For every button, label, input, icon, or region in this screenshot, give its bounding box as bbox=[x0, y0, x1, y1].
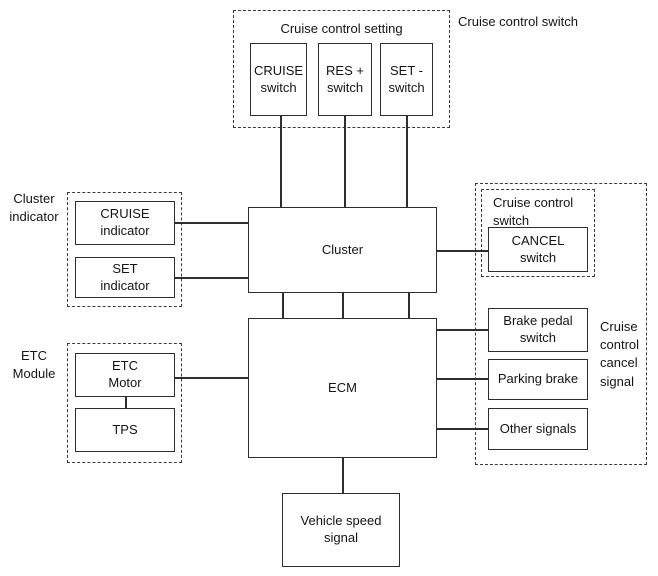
etc-module-caption: ETC Module bbox=[12, 348, 56, 382]
connector-etc-motor-to-tps bbox=[125, 397, 127, 408]
brake-pedal-switch-box: Brake pedal switch bbox=[488, 308, 588, 352]
set-indicator-box: SET indicator bbox=[75, 257, 175, 298]
cluster-box: Cluster bbox=[248, 207, 437, 293]
cancel-switch-box: CANCEL switch bbox=[488, 227, 588, 272]
connector-cruise-switch-to-cluster bbox=[280, 116, 282, 207]
connector-ecm-to-other-signals bbox=[437, 428, 488, 430]
tps-box: TPS bbox=[75, 408, 175, 452]
connector-ecm-to-brake-pedal-switch bbox=[437, 329, 488, 331]
connector-set-indicator-to-cluster bbox=[175, 277, 248, 279]
connector-cluster-to-ecm-left bbox=[282, 293, 284, 318]
cluster-indicator-group bbox=[67, 192, 182, 307]
connector-ecm-to-parking-brake bbox=[437, 378, 488, 380]
connector-cluster-to-ecm-right bbox=[408, 293, 410, 318]
connector-cruise-indicator-to-cluster bbox=[175, 222, 248, 224]
connector-res-switch-to-cluster bbox=[344, 116, 346, 207]
other-signals-box: Other signals bbox=[488, 408, 588, 450]
cruise-control-switch-group-label: Cruise control switch bbox=[493, 195, 574, 229]
set-switch-box: SET - switch bbox=[380, 43, 433, 116]
cruise-indicator-box: CRUISE indicator bbox=[75, 201, 175, 245]
cruise-control-setting-group bbox=[233, 10, 450, 128]
cruise-control-switch-caption: Cruise control switch bbox=[458, 14, 578, 29]
connector-etc-motor-to-ecm bbox=[175, 377, 248, 379]
cruise-switch-box: CRUISE switch bbox=[250, 43, 307, 116]
cruise-control-switch-group bbox=[481, 189, 595, 277]
res-switch-box: RES + switch bbox=[318, 43, 372, 116]
connector-cluster-to-ecm-middle bbox=[342, 293, 344, 318]
etc-module-group bbox=[67, 343, 182, 463]
parking-brake-box: Parking brake bbox=[488, 359, 588, 400]
connector-cluster-to-cancel-switch bbox=[437, 250, 488, 252]
vehicle-speed-signal-box: Vehicle speed signal bbox=[282, 493, 400, 567]
etc-motor-box: ETC Motor bbox=[75, 353, 175, 397]
cruise-control-cancel-signal-caption: Cruise control cancel signal bbox=[600, 319, 640, 389]
connector-set-switch-to-cluster bbox=[406, 116, 408, 207]
cruise-control-setting-title: Cruise control setting bbox=[280, 21, 403, 36]
cruise-control-cancel-signal-group bbox=[475, 183, 647, 465]
ecm-box: ECM bbox=[248, 318, 437, 458]
cluster-indicator-caption: Cluster indicator bbox=[9, 191, 59, 225]
connector-ecm-to-vehicle-speed bbox=[342, 458, 344, 493]
